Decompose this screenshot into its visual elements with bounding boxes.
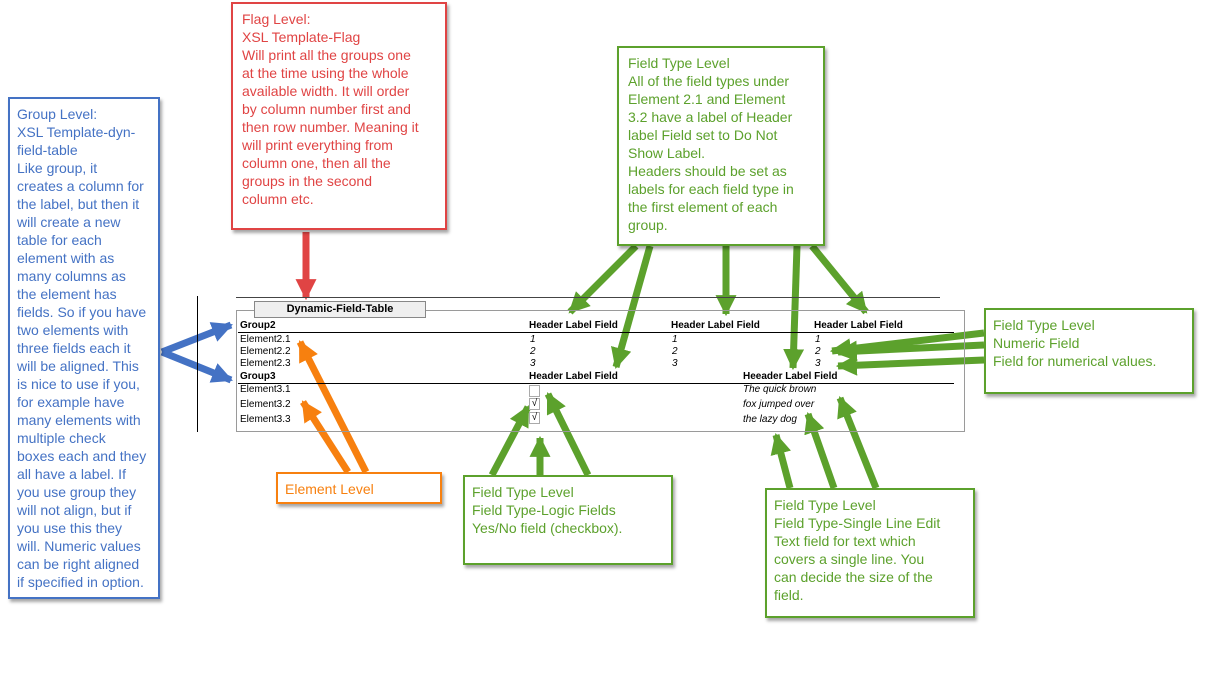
element2-3-value-3: 3 (815, 358, 821, 369)
element3-2-text: fox jumped over (743, 399, 815, 410)
element2-1-value-2: 1 (672, 334, 678, 345)
field-type-logic-callout: Field Type Level Field Type-Logic Fields… (463, 475, 673, 565)
element3-2-checkbox[interactable]: √ (529, 398, 540, 410)
group3-header-1: Header Label Field (529, 371, 618, 382)
group-level-arrows (160, 321, 233, 384)
element2-3-label: Element2.3 (240, 358, 291, 369)
element2-2-value-2: 2 (672, 346, 678, 357)
field-type-header-callout: Field Type Level All of the field types … (617, 46, 825, 246)
element2-2-label: Element2.2 (240, 346, 291, 357)
group2-label: Group2 (240, 320, 276, 331)
element3-3-label: Element3.3 (240, 414, 291, 425)
element2-1-value-3: 1 (815, 334, 821, 345)
element2-1-value-1: 1 (530, 334, 536, 345)
element3-1-text: The quick brown (743, 384, 817, 395)
field-type-single-line-arrows (770, 396, 880, 490)
group3-label: Group3 (240, 371, 276, 382)
element3-1-label: Element3.1 (240, 384, 291, 395)
element2-3-value-1: 3 (530, 358, 536, 369)
group-level-callout: Group Level: XSL Template-dyn- field-tab… (8, 97, 160, 599)
element2-1-label: Element2.1 (240, 334, 291, 345)
element-level-arrows (296, 340, 370, 474)
field-type-header-arrows (567, 243, 869, 371)
element-level-callout: Element Level (276, 472, 442, 504)
element2-2-value-3: 2 (815, 346, 821, 357)
group3-header-2: Heeader Label Field (743, 371, 838, 382)
group2-header-2: Header Label Field (671, 320, 760, 331)
element2-3-value-2: 3 (672, 358, 678, 369)
element2-2-value-1: 2 (530, 346, 536, 357)
doc-title: Dynamic-Field-Table (254, 301, 426, 318)
field-type-numeric-callout: Field Type Level Numeric Field Field for… (984, 308, 1194, 394)
flag-level-callout: Flag Level: XSL Template-Flag Will print… (231, 2, 447, 230)
element3-3-text: the lazy dog (743, 414, 797, 425)
field-type-logic-arrows (488, 392, 592, 477)
element3-3-checkbox[interactable]: √ (529, 412, 540, 424)
field-type-numeric-arrows (829, 329, 985, 376)
group2-header-1: Header Label Field (529, 320, 618, 331)
element3-2-label: Element3.2 (240, 399, 291, 410)
group2-header-3: Header Label Field (814, 320, 903, 331)
table-frame (236, 310, 965, 432)
element3-1-checkbox[interactable] (529, 385, 540, 397)
field-type-single-line-callout: Field Type Level Field Type-Single Line … (765, 488, 975, 618)
